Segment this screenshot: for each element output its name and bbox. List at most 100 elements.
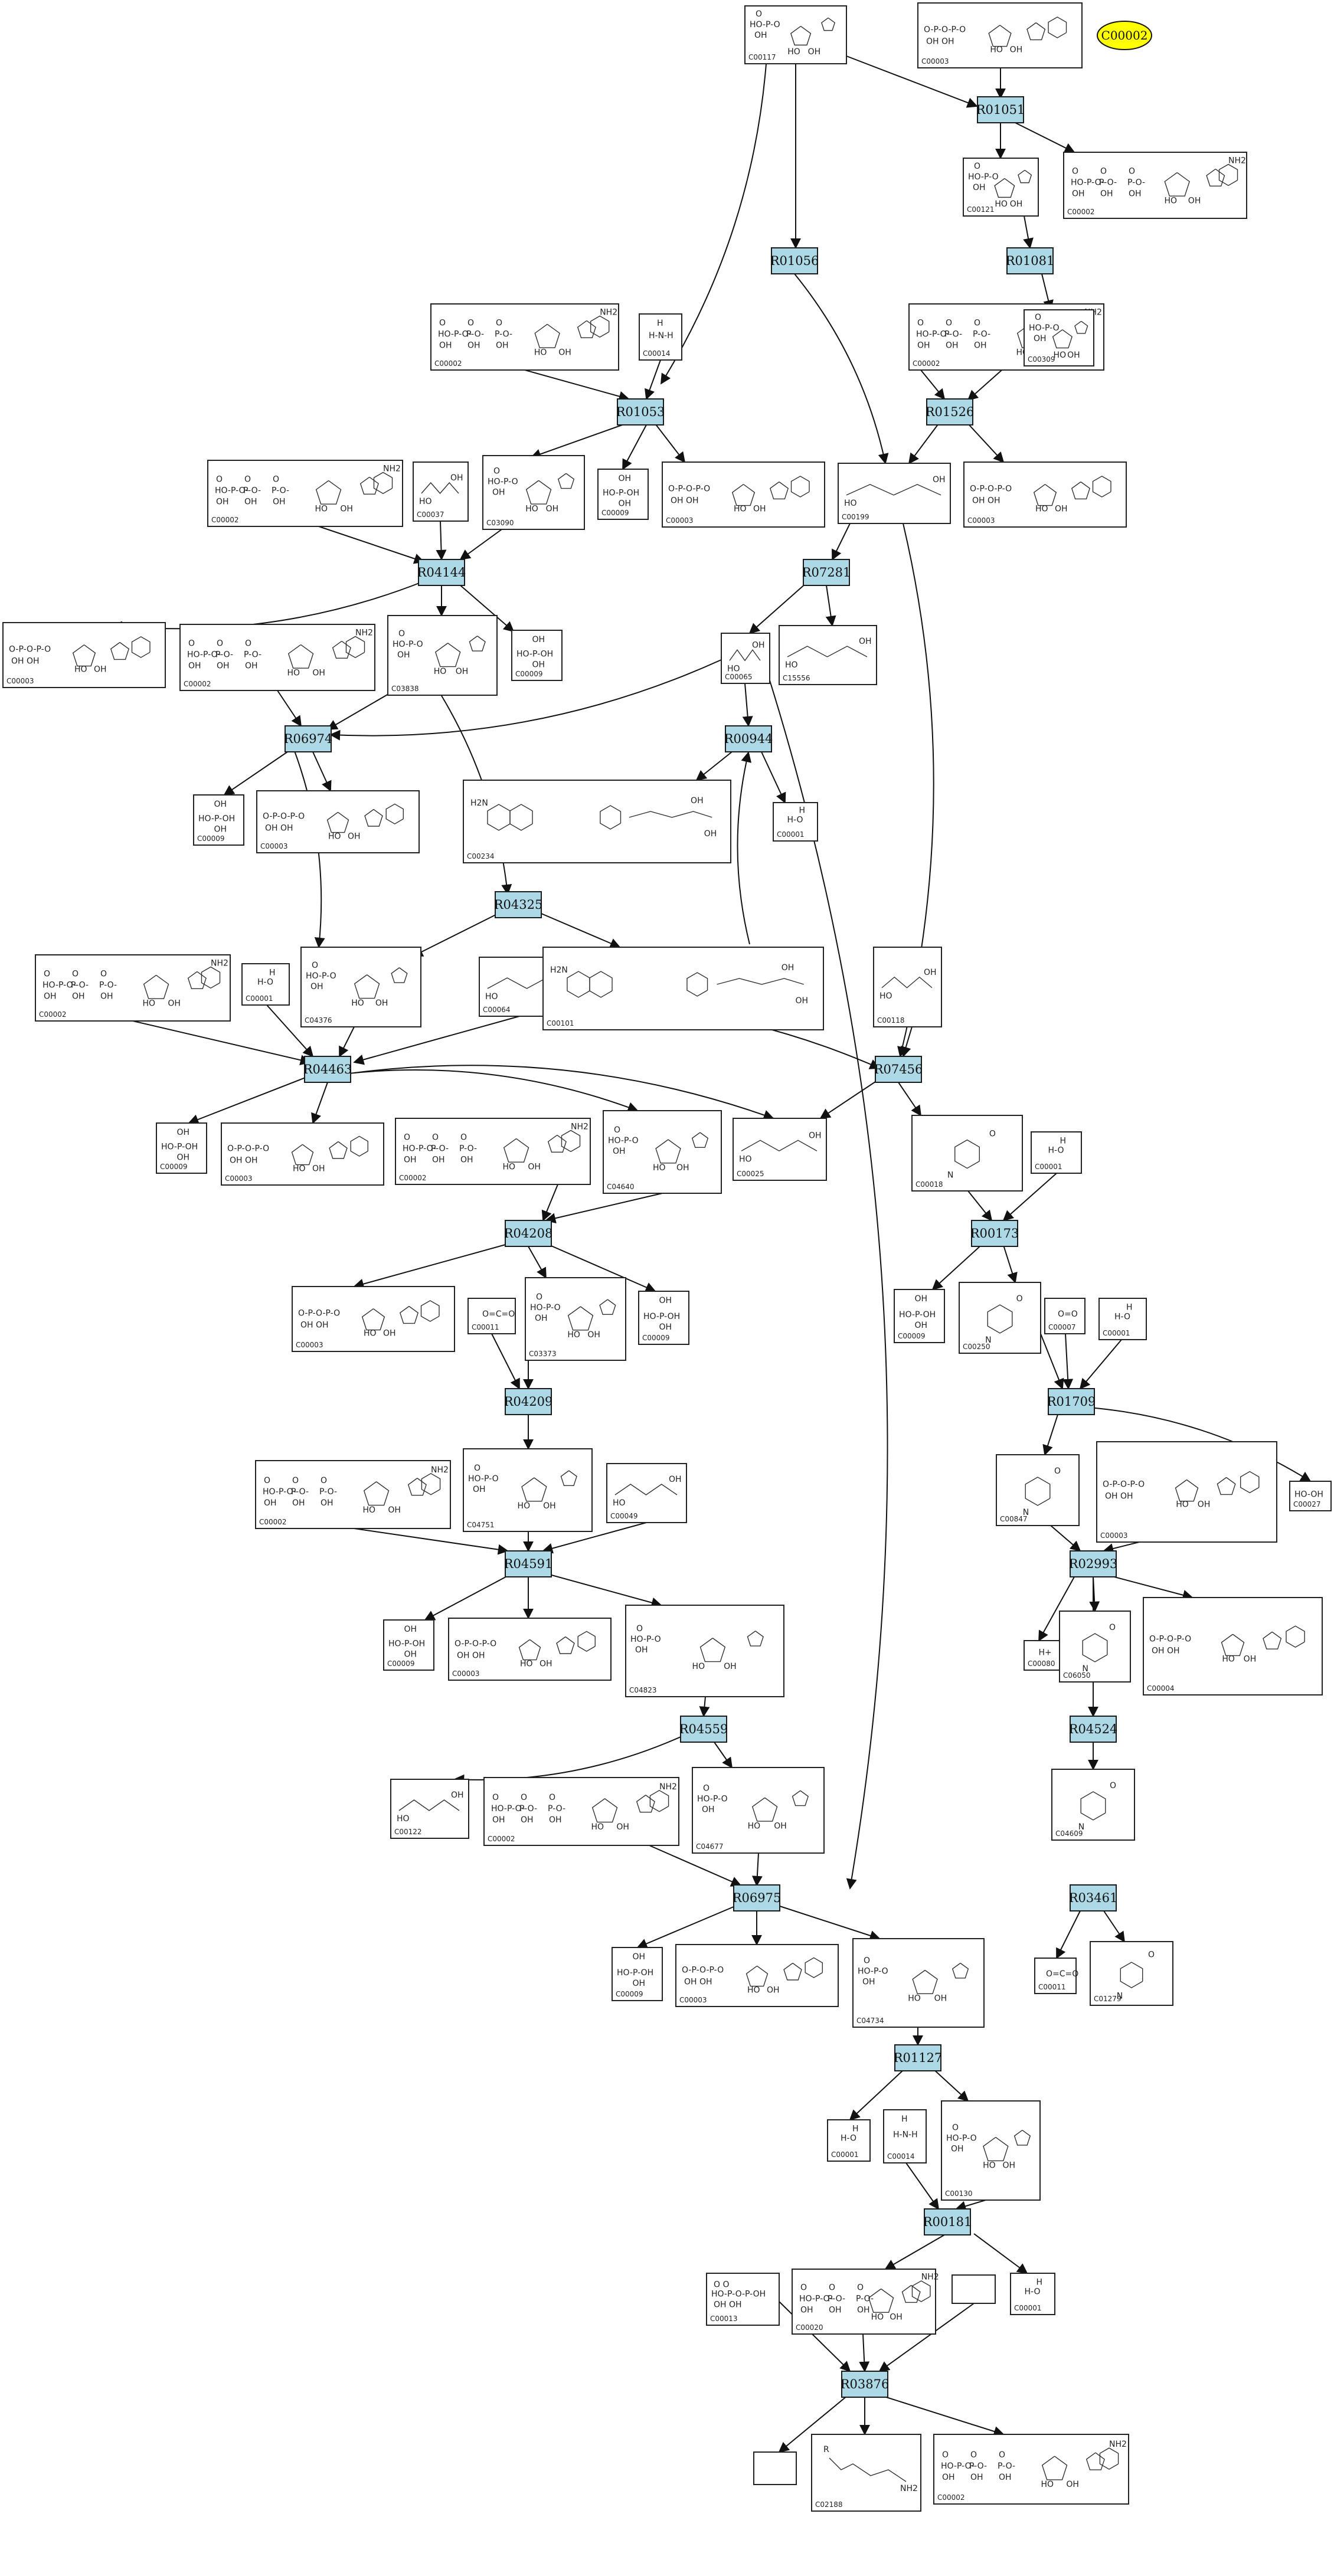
reaction-box[interactable] xyxy=(1048,1388,1095,1415)
reaction-box[interactable] xyxy=(733,1884,780,1911)
compound-box[interactable] xyxy=(963,461,1127,528)
reaction-box[interactable] xyxy=(725,725,772,752)
reaction-R01709[interactable]: R01709 xyxy=(1047,1388,1096,1415)
compound-box[interactable] xyxy=(395,1118,591,1185)
reaction-R04559[interactable]: R04559 xyxy=(679,1716,728,1743)
compound-box[interactable] xyxy=(156,1122,207,1174)
highlight-node[interactable]: C00002 xyxy=(1097,21,1152,50)
compound-box[interactable] xyxy=(1034,1958,1077,1994)
compound-box[interactable] xyxy=(606,1463,687,1523)
compound-box[interactable] xyxy=(525,1277,626,1361)
reaction-box[interactable] xyxy=(924,2208,971,2235)
reaction-R00944[interactable]: R00944 xyxy=(724,725,773,752)
compound-box[interactable] xyxy=(482,455,585,530)
compound-box[interactable] xyxy=(706,2273,780,2326)
reaction-box[interactable] xyxy=(505,1220,552,1247)
reaction-box[interactable] xyxy=(977,96,1024,123)
compound-box[interactable] xyxy=(1031,1131,1082,1174)
compound-box[interactable] xyxy=(753,2451,797,2485)
compound-box[interactable] xyxy=(390,1779,469,1839)
compound-box[interactable] xyxy=(733,1118,827,1181)
compound-C00080[interactable]: H+C00080 xyxy=(1024,1640,1063,1671)
compound-box[interactable] xyxy=(467,1298,516,1334)
compound-box[interactable] xyxy=(1024,1640,1063,1671)
compound-box[interactable] xyxy=(779,625,877,685)
compound-box[interactable] xyxy=(838,463,951,524)
reaction-box[interactable] xyxy=(505,1550,552,1577)
reaction-R01526[interactable]: R01526 xyxy=(926,398,975,425)
compound-box[interactable] xyxy=(1010,2273,1055,2315)
reaction-R01053[interactable]: R01053 xyxy=(616,398,665,425)
reaction-box[interactable] xyxy=(894,2044,941,2071)
compound-empty[interactable] xyxy=(952,2274,996,2304)
reaction-R01081[interactable]: R01081 xyxy=(1006,247,1055,274)
compound-empty[interactable] xyxy=(753,2451,797,2485)
compound-box[interactable] xyxy=(911,1115,1023,1192)
compound-box[interactable] xyxy=(255,1460,451,1529)
reaction-R04208[interactable]: R04208 xyxy=(504,1220,553,1247)
reaction-box[interactable] xyxy=(418,559,465,586)
compound-box[interactable] xyxy=(1044,1298,1085,1334)
reaction-box[interactable] xyxy=(1006,247,1054,274)
compound-box[interactable] xyxy=(883,2109,927,2163)
compound-box[interactable] xyxy=(463,1448,593,1532)
reaction-R01056[interactable]: R01056 xyxy=(770,247,819,274)
compound-box[interactable] xyxy=(827,2119,871,2162)
compound-box[interactable] xyxy=(744,5,847,64)
reaction-box[interactable] xyxy=(926,398,973,425)
reaction-box[interactable] xyxy=(505,1388,552,1415)
reaction-box[interactable] xyxy=(617,398,664,425)
reaction-box[interactable] xyxy=(285,725,332,752)
reaction-R06974[interactable]: R06974 xyxy=(284,725,333,752)
compound-box[interactable] xyxy=(463,780,731,863)
compound-box[interactable] xyxy=(639,313,682,361)
reaction-R04144[interactable]: R04144 xyxy=(417,559,466,586)
compound-box[interactable] xyxy=(256,790,420,853)
compound-box[interactable] xyxy=(1059,1611,1131,1683)
reaction-R04209[interactable]: R04209 xyxy=(504,1388,553,1415)
compound-box[interactable] xyxy=(792,2269,936,2335)
reaction-box[interactable] xyxy=(771,247,818,274)
compound-box[interactable] xyxy=(692,1767,825,1854)
reaction-R00181[interactable]: R00181 xyxy=(923,2208,972,2235)
compound-box[interactable] xyxy=(963,158,1039,217)
